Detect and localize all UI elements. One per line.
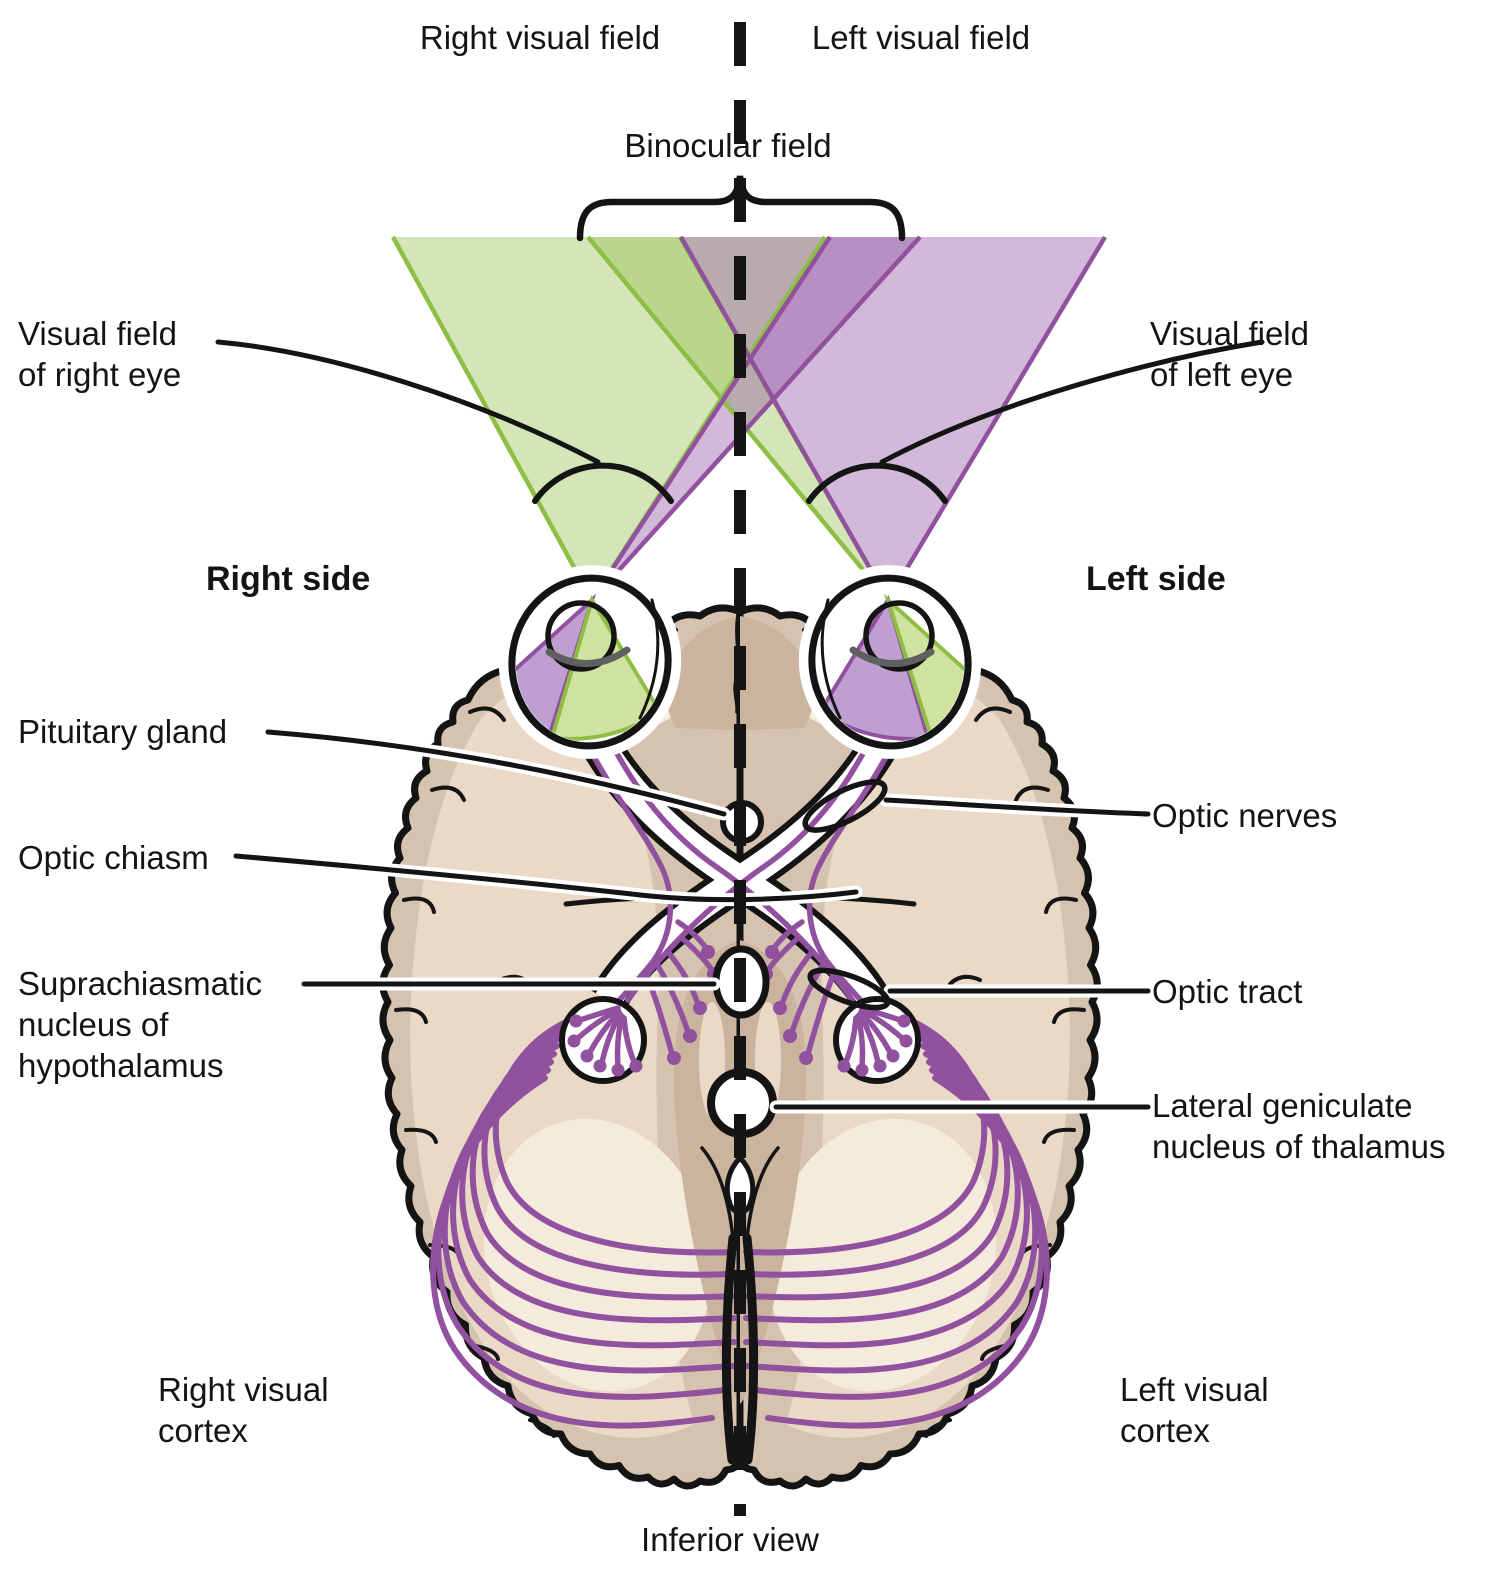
right-eye-field-angle-arc	[532, 462, 674, 504]
left-eye-purple-field	[681, 237, 1105, 600]
leader-lines	[215, 339, 1265, 1114]
left-eye	[798, 565, 982, 759]
label-lateral-geniculate: Lateral geniculate nucleus of thalamus	[1152, 1087, 1446, 1165]
label-left-side: Left side	[1086, 560, 1226, 598]
right-eye-green-field	[393, 237, 825, 600]
label-pituitary-gland: Pituitary gland	[18, 713, 228, 750]
label-right-side: Right side	[206, 560, 371, 598]
left-eye-lens-icon	[863, 600, 935, 672]
label-optic-tract: Optic tract	[1152, 973, 1303, 1010]
label-visual-field-right-eye: Visual field of right eye	[18, 315, 182, 393]
label-visual-field-left-eye: Visual field of left eye	[1150, 315, 1309, 393]
right-side-visual-fibers	[430, 725, 879, 1429]
binocular-field-brace	[576, 175, 906, 242]
right-eye	[498, 565, 682, 759]
optic-nerve-lasso	[802, 779, 888, 833]
label-binocular-field: Binocular field	[624, 127, 832, 164]
label-optic-chiasm: Optic chiasm	[18, 839, 209, 876]
label-suprachiasmatic-nucleus: Suprachiasmatic nucleus of hypothalamus	[18, 965, 262, 1084]
optic-tract-lasso	[807, 967, 891, 1011]
label-left-visual-field: Left visual field	[811, 19, 1031, 56]
right-eye-lens-icon	[545, 600, 617, 672]
label-right-visual-field: Right visual field	[419, 19, 661, 56]
label-right-visual-cortex: Right visual cortex	[158, 1371, 329, 1449]
label-left-visual-cortex: Left visual cortex	[1120, 1371, 1269, 1449]
label-optic-nerves: Optic nerves	[1152, 797, 1338, 834]
left-eye-field-angle-arc	[806, 462, 948, 504]
label-inferior-view: Inferior view	[641, 1521, 819, 1558]
